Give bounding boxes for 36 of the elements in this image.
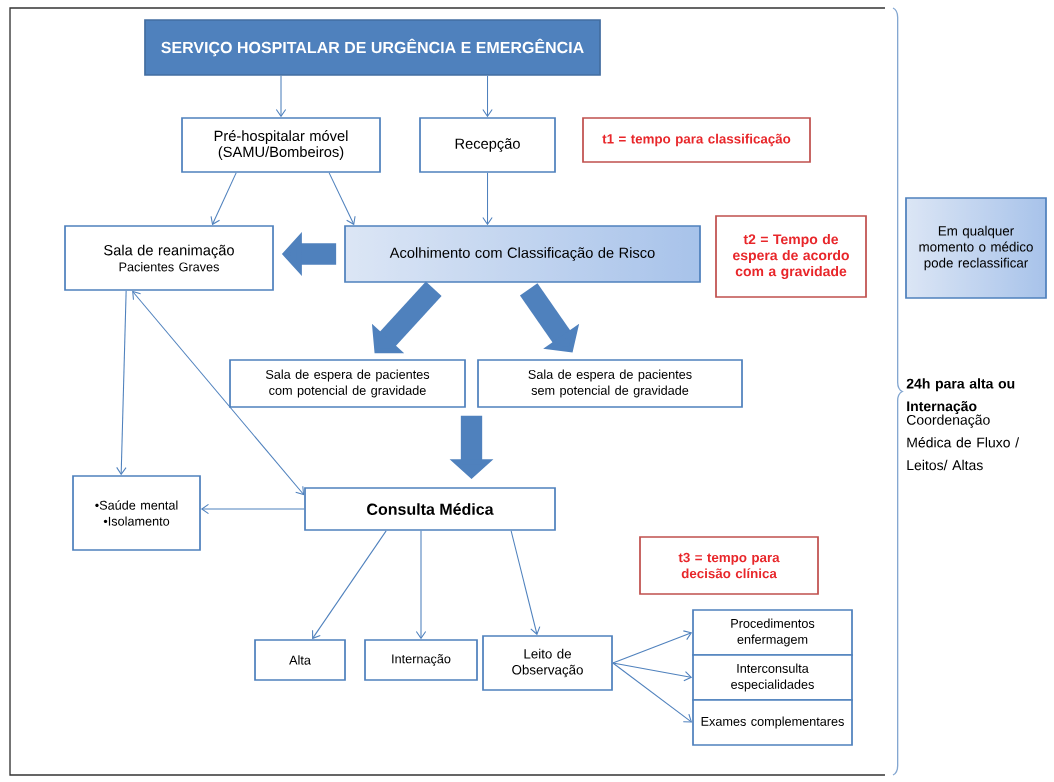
arrow [510,530,541,636]
arrow [132,290,305,496]
arrow [210,172,237,226]
header-box: SERVIÇO HOSPITALAR DE URGÊNCIA E EMERGÊNCIA [144,19,601,76]
arrow [482,75,493,118]
arrow [415,530,427,640]
note-box: t2 = Tempo de espera de acordo com a gravidade [715,215,867,298]
process-box: Leito de Observação [482,635,613,691]
arrow [612,662,693,682]
process-box: Recepção [419,117,556,173]
process-box: Sala de espera de pacientes com potencial de gravidade [229,359,466,408]
process-box: Internação [364,639,478,681]
arrow [200,503,305,515]
arrow [612,630,693,664]
process-box: Consulta Médica [304,487,556,531]
side-note: Coordenação Médica de Fluxo / Leitos/ Altas [907,414,1020,471]
process-box: Exames complementares [692,699,853,746]
process-box: Sala de reanimação Pacientes Graves [64,225,274,291]
block-arrow [519,283,580,353]
process-box: Alta [254,639,346,681]
process-box: Sala de espera de pacientes sem potencial de gravidade [477,359,743,408]
arrow [275,75,287,118]
arrow [612,662,693,723]
process-box: Em qualquer momento o médico pode reclassificar [905,197,1047,299]
process-box: Interconsulta especialidades [692,654,853,701]
arrow [116,290,127,476]
note-box: t3 = tempo para decisão clínica [639,536,819,595]
process-box: Pré-hospitalar móvel (SAMU/Bombeiros) [181,117,381,173]
process-box: Acolhimento com Classificação de Risco [344,225,701,283]
note-box: t1 = tempo para classificação [582,117,811,163]
arrow [482,172,493,226]
arrow [328,172,356,226]
arrow [312,530,387,640]
process-box: Procedimentos enfermagem [692,609,853,656]
side-note: 24h para alta ou Internação [906,378,1015,414]
process-box: •Saúde mental •Isolamento [72,475,201,551]
